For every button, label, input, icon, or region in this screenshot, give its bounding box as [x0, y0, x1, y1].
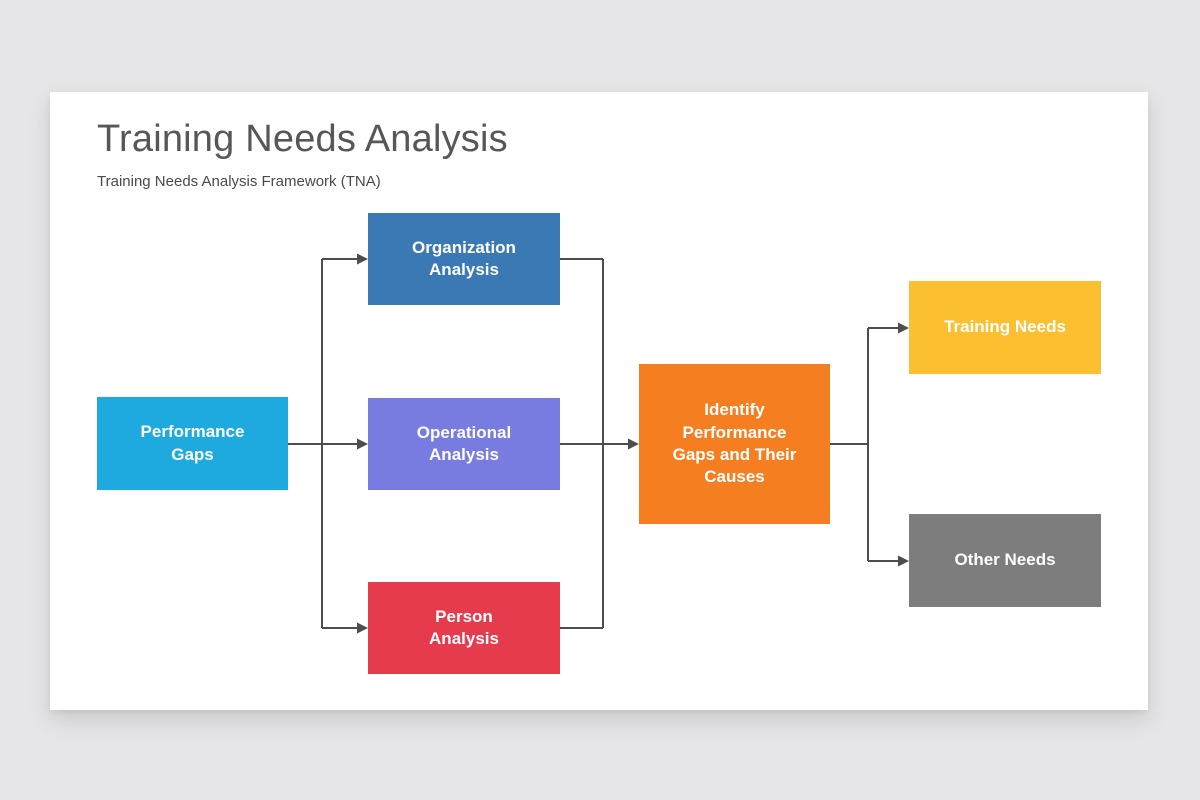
- page-subtitle: Training Needs Analysis Framework (TNA): [97, 173, 381, 190]
- node-identify-performance-gaps: Identify Performance Gaps and Their Caus…: [639, 364, 830, 524]
- tna-flow-diagram: Performance Gaps Organization Analysis O…: [50, 92, 1148, 710]
- node-operational-analysis: Operational Analysis: [368, 398, 560, 490]
- connector-lines: [288, 253, 909, 634]
- node-performance-gaps: Performance Gaps: [97, 397, 288, 490]
- node-other-needs: Other Needs: [909, 514, 1101, 607]
- page-title: Training Needs Analysis: [97, 118, 508, 160]
- node-person-analysis: Person Analysis: [368, 582, 560, 674]
- node-organization-analysis: Organization Analysis: [368, 213, 560, 305]
- slide-card: Training Needs Analysis Training Needs A…: [50, 92, 1148, 710]
- node-training-needs: Training Needs: [909, 281, 1101, 374]
